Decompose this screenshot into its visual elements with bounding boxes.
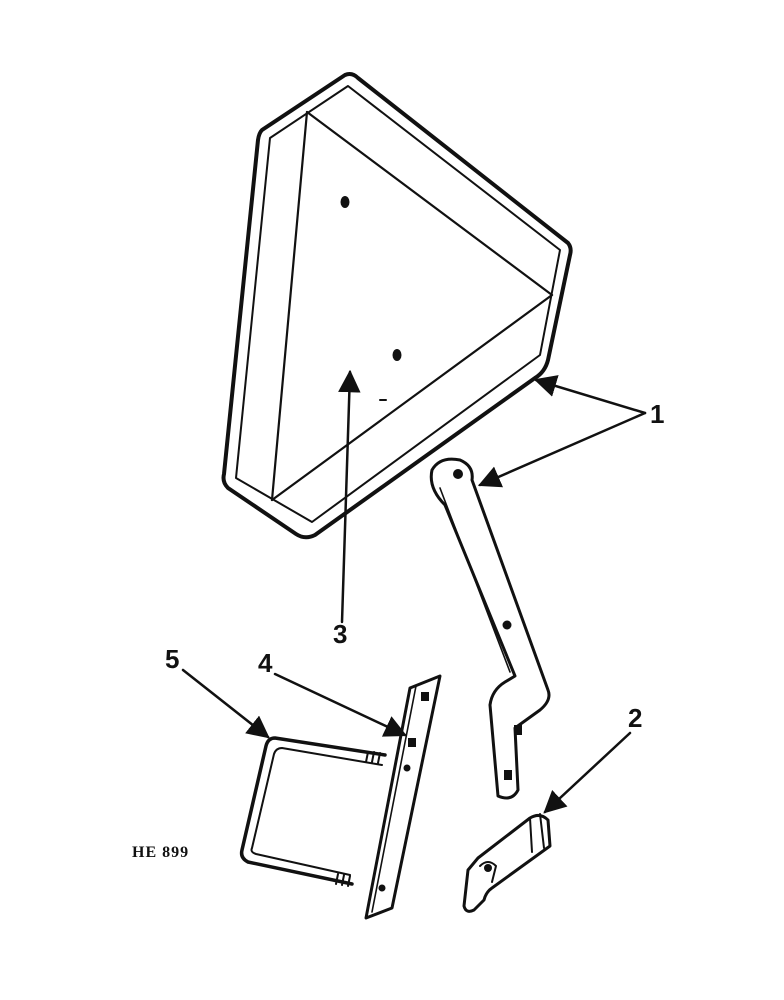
bolt-hole bbox=[340, 196, 350, 208]
callout-4: 4 bbox=[258, 648, 273, 678]
callout-3: 3 bbox=[333, 619, 347, 649]
u-bolt bbox=[239, 736, 387, 887]
bolt-hole bbox=[392, 349, 402, 361]
clamp-plate bbox=[364, 674, 442, 920]
figure-code: HE 899 bbox=[132, 844, 189, 861]
callout-5: 5 bbox=[165, 644, 179, 674]
callout-1: 1 bbox=[650, 399, 664, 429]
mounting-bracket bbox=[429, 457, 551, 800]
clip-bracket bbox=[462, 813, 552, 913]
callout-2: 2 bbox=[628, 703, 642, 733]
leader-lines bbox=[181, 369, 647, 814]
